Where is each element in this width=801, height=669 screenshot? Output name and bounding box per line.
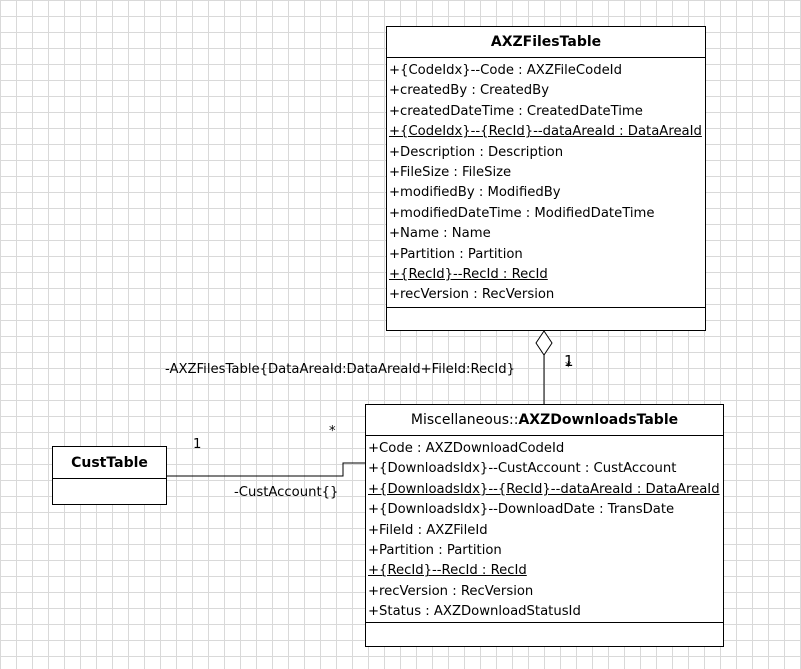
class-header: Miscellaneous::AXZDownloadsTable [366, 405, 723, 436]
class-attribute[interactable]: +createdDateTime : CreatedDateTime [389, 103, 643, 119]
attribute-compartment: +{CodeIdx}--Code : AXZFileCodeId +created… [387, 58, 705, 308]
class-header: AXZFilesTable [387, 27, 705, 58]
class-attribute[interactable]: +createdBy : CreatedBy [389, 83, 550, 99]
class-attribute[interactable]: +{RecId}--RecId : RecId [368, 563, 527, 579]
multiplicity-downloads-files: * [565, 360, 572, 375]
class-attribute[interactable]: +{RecId}--RecId : RecId [389, 267, 548, 283]
class-custtable[interactable]: CustTable [52, 446, 167, 505]
class-attribute[interactable]: +modifiedDateTime : ModifiedDateTime [389, 205, 655, 221]
class-name: AXZDownloadsTable [518, 412, 679, 428]
class-name: CustTable [71, 454, 148, 471]
class-attribute[interactable]: +FileSize : FileSize [389, 165, 512, 181]
association-label-files-downloads: -AXZFilesTable{DataAreaId:DataAreaId+Fil… [165, 362, 516, 377]
class-attribute[interactable]: +FileId : AXZFileId [368, 522, 488, 538]
class-name: AXZFilesTable [490, 34, 602, 50]
class-attribute[interactable]: +Description : Description [389, 144, 564, 160]
association-label-cust-downloads: -CustAccount{} [234, 485, 339, 500]
class-attribute[interactable]: +{DownloadsIdx}--{RecId}--dataAreaId : D… [368, 481, 720, 497]
class-header: CustTable [53, 447, 166, 479]
class-attribute[interactable]: +{CodeIdx}--{RecId}--dataAreaId : DataAr… [389, 124, 702, 140]
class-attribute[interactable]: +recVersion : RecVersion [368, 583, 534, 599]
association-line-cust-downloads[interactable] [167, 462, 365, 477]
class-attribute[interactable]: +Partition : Partition [389, 246, 523, 262]
multiplicity-files: 1 [564, 352, 574, 370]
attribute-compartment: +Code : AXZDownloadCodeId +{DownloadsIdx}… [366, 436, 723, 623]
multiplicity-downloads-cust: * [329, 424, 336, 439]
class-axzfilestable[interactable]: AXZFilesTable +{CodeIdx}--Code : AXZFile… [386, 26, 706, 331]
class-attribute[interactable]: +modifiedBy : ModifiedBy [389, 185, 561, 201]
multiplicity-cust: 1 [193, 437, 202, 452]
class-stereotype: Miscellaneous:: [410, 412, 519, 428]
class-attribute[interactable]: +Name : Name [389, 226, 491, 242]
class-attribute[interactable]: +recVersion : RecVersion [389, 287, 555, 303]
class-attribute[interactable]: +Partition : Partition [368, 543, 502, 559]
class-attribute[interactable]: +{DownloadsIdx}--DownloadDate : TransDat… [368, 502, 675, 518]
class-attribute[interactable]: +Status : AXZDownloadStatusId [368, 604, 581, 620]
aggregation-diamond [535, 330, 553, 356]
class-axzdownloadstable[interactable]: Miscellaneous::AXZDownloadsTable +Code :… [365, 404, 724, 647]
class-attribute[interactable]: +Code : AXZDownloadCodeId [368, 441, 565, 456]
class-attribute[interactable]: +{DownloadsIdx}--CustAccount : CustAccou… [368, 461, 677, 477]
class-attribute[interactable]: +{CodeIdx}--Code : AXZFileCodeId [389, 63, 622, 78]
